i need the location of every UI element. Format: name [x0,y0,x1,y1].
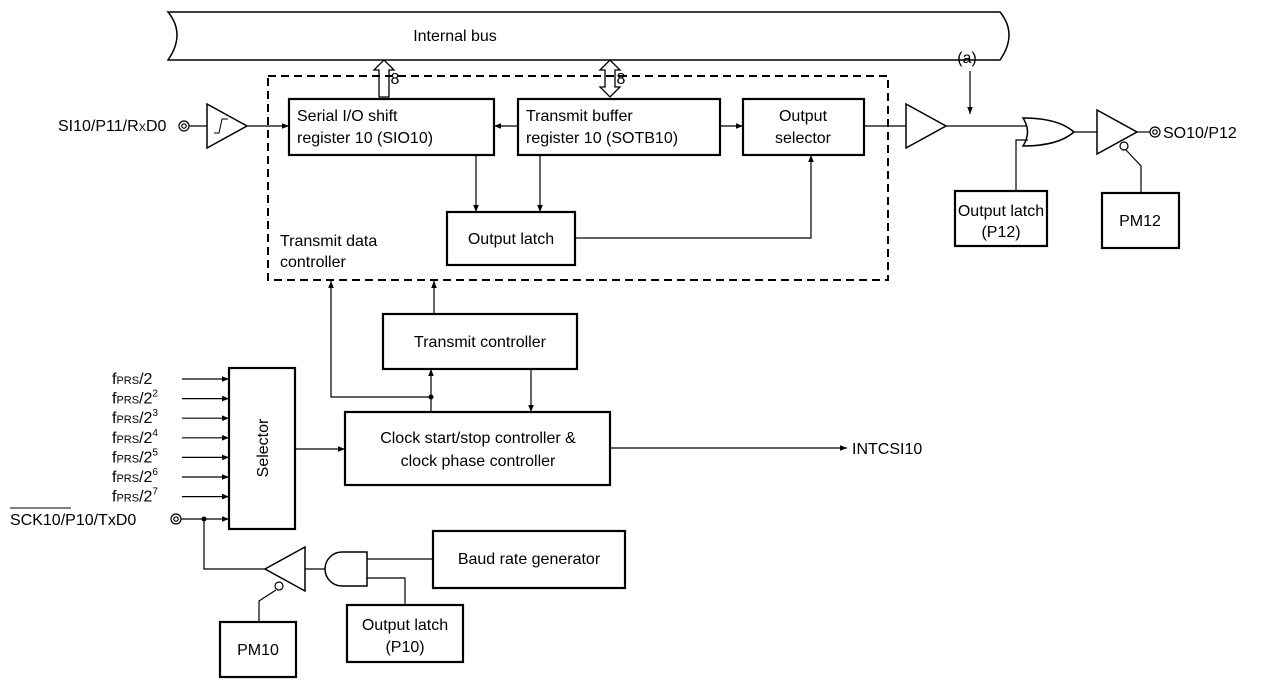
p12-latch-label-2: (P12) [981,224,1020,241]
pm10-control-wire [258,589,277,622]
transmit-data-controller-region [267,75,889,281]
p12-latch-to-or-wire [1015,139,1028,191]
baud-rate-generator-block: Baud rate generator [431,529,627,590]
bus-width-label-b: 8 [617,71,626,88]
pm12-label: PM12 [1119,213,1161,230]
clock-input-row: fPRS/25 [112,447,229,466]
sotb-label-1: Transmit buffer [526,108,633,125]
bus-width-label-a: 8 [391,71,400,88]
pm12-block: PM12 [1100,191,1181,250]
clock-input-row: fPRS/24 [112,428,229,447]
p12-output-driver-icon [1096,108,1139,156]
clock-controller-label-2: clock phase controller [401,453,556,470]
selector-block: Selector [227,366,297,531]
output-latch-p10-block: Output latch (P10) [345,603,465,664]
p10-latch-label-2: (P10) [385,639,424,656]
clock-input-label: fPRS/23 [112,408,158,427]
a-marker-label: (a) [957,50,977,67]
sck10-output-driver-icon [263,545,306,593]
clock-input-row: fPRS/26 [112,467,229,486]
serial-io-shift-register-block: Serial I/O shift register 10 (SIO10) [287,97,496,157]
transmit-buffer-register-block: Transmit buffer register 10 (SOTB10) [516,97,722,157]
sck10-pin-label: SCK10/P10/TxD0 [10,512,136,529]
pm10-control-bubble [274,581,284,591]
so10-pin-label: SO10/P12 [1163,125,1237,142]
transmit-controller-block: Transmit controller [381,312,579,371]
output-latch-block: Output latch [445,210,577,267]
p10-latch-label-1: Output latch [362,617,448,634]
p12-latch-label-1: Output latch [958,203,1044,220]
clock-input-label: fPRS/2 [112,371,153,388]
clock-input-label: fPRS/22 [112,389,158,408]
baud-rate-generator-label: Baud rate generator [458,551,601,568]
clock-input-label: fPRS/24 [112,428,158,447]
so10-pin-terminal [1149,126,1161,138]
clock-input-row: fPRS/23 [112,408,229,427]
intcsi10-label: INTCSI10 [852,441,922,458]
clock-input-label: fPRS/26 [112,467,158,486]
clock-input-label: fPRS/27 [112,487,158,506]
clock-input-row: fPRS/27 [112,487,229,506]
output-latch-label: Output latch [468,231,554,248]
pm10-block: PM10 [218,620,298,679]
or-gate-icon [1021,117,1076,147]
output-latch-p12-block: Output latch (P12) [953,189,1049,248]
clock-controller-label-1: Clock start/stop controller & [380,430,576,447]
internal-bus-label: Internal bus [413,28,497,45]
internal-bus: Internal bus [166,11,1010,61]
output-buffer-icon [905,102,948,150]
selector-label: Selector [255,418,272,477]
latch-to-selector-arrow [575,155,814,239]
sio-label-2: register 10 (SIO10) [297,130,433,147]
pm12-control-wire [1125,149,1142,193]
clock-input-label: fPRS/25 [112,447,158,466]
p10-latch-to-and-wire [367,577,406,605]
sck10-pin-terminal [170,513,182,525]
transmit-data-controller-label-1: Transmit data [280,233,377,250]
clock-input-row: fPRS/2 [112,371,229,388]
si10-pin-terminal [178,120,190,132]
clock-input-row: fPRS/22 [112,389,229,408]
clock-controller-block: Clock start/stop controller & clock phas… [343,410,612,487]
pm12-control-bubble [1119,141,1129,151]
sck10-driver-wire [203,519,265,570]
clock-input-list: fPRS/2fPRS/22fPRS/23fPRS/24fPRS/25fPRS/2… [112,371,229,506]
and-gate-icon [324,551,368,587]
junction-dot [428,394,434,400]
transmit-controller-label: Transmit controller [414,334,547,351]
si10-pin-label: SI10/P11/RXD0 [58,118,167,135]
transmit-data-controller-label-2: controller [280,254,346,271]
bus-bidirectional-arrow-8: 8 [598,59,626,98]
output-selector-label-1: Output [779,108,828,125]
output-selector-label-2: selector [775,130,832,147]
pm10-label: PM10 [237,642,279,659]
output-selector-block: Output selector [741,97,866,157]
sio-label-1: Serial I/O shift [297,108,398,125]
clock-to-data-ctrl-arrow [328,281,431,398]
sotb-label-2: register 10 (SOTB10) [526,130,678,147]
bus-up-arrow-8: 8 [372,59,400,98]
schmitt-trigger-buffer-icon [206,102,249,150]
